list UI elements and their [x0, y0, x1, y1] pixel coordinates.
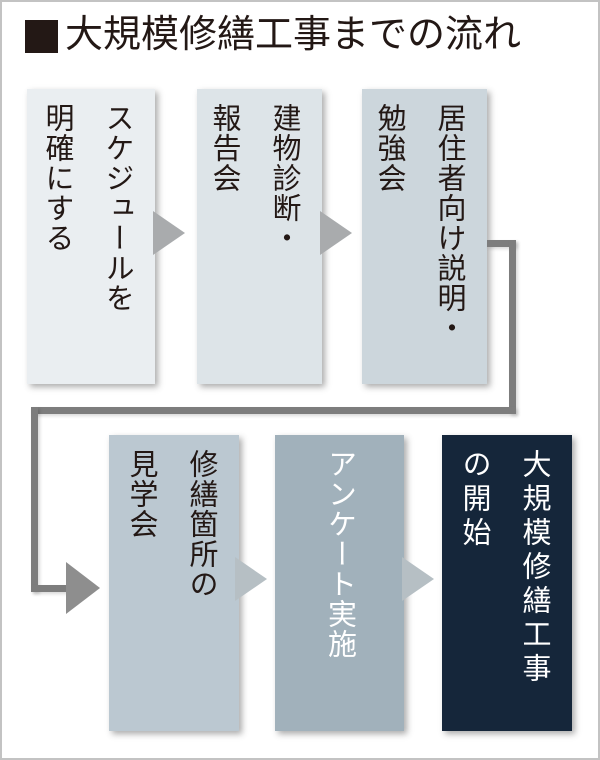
connector-line-left-vertical [31, 407, 38, 592]
page-title-text: 大規模修繕工事までの流れ [65, 14, 522, 56]
connector-line-top [487, 240, 516, 247]
connector-line-bottom [31, 585, 68, 592]
flow-step-label: スケジュールを 明確にする [41, 103, 133, 313]
flow-step-building-diagnosis: 建物診断・ 報告会 [197, 89, 322, 384]
arrow-right-icon [402, 557, 434, 601]
arrow-right-icon [235, 557, 267, 601]
flow-step-label: 居住者向け説明・ 勉強会 [373, 103, 465, 343]
page-title: 大規模修繕工事までの流れ [25, 14, 521, 58]
connector-arrowhead-icon [66, 562, 100, 614]
connector-line-middle-horizontal [31, 407, 516, 414]
black-square-bullet-icon [25, 20, 58, 53]
arrow-right-icon [153, 211, 185, 255]
flow-step-label: アンケート実施 [323, 449, 356, 659]
flow-step-label: 修繕箇所の 見学会 [125, 449, 217, 599]
flow-step-label: 大規模修繕工事 の開始 [458, 449, 550, 687]
flow-step-clarify-schedule: スケジュールを 明確にする [27, 89, 155, 384]
flow-step-work-start: 大規模修繕工事 の開始 [442, 435, 572, 731]
arrow-right-icon [320, 211, 352, 255]
flow-step-repair-site-tour: 修繕箇所の 見学会 [109, 435, 239, 731]
flow-step-survey: アンケート実施 [275, 435, 404, 731]
flow-step-resident-briefing: 居住者向け説明・ 勉強会 [362, 89, 487, 384]
flow-step-label: 建物診断・ 報告会 [208, 103, 300, 253]
connector-line-right-vertical [509, 240, 516, 414]
